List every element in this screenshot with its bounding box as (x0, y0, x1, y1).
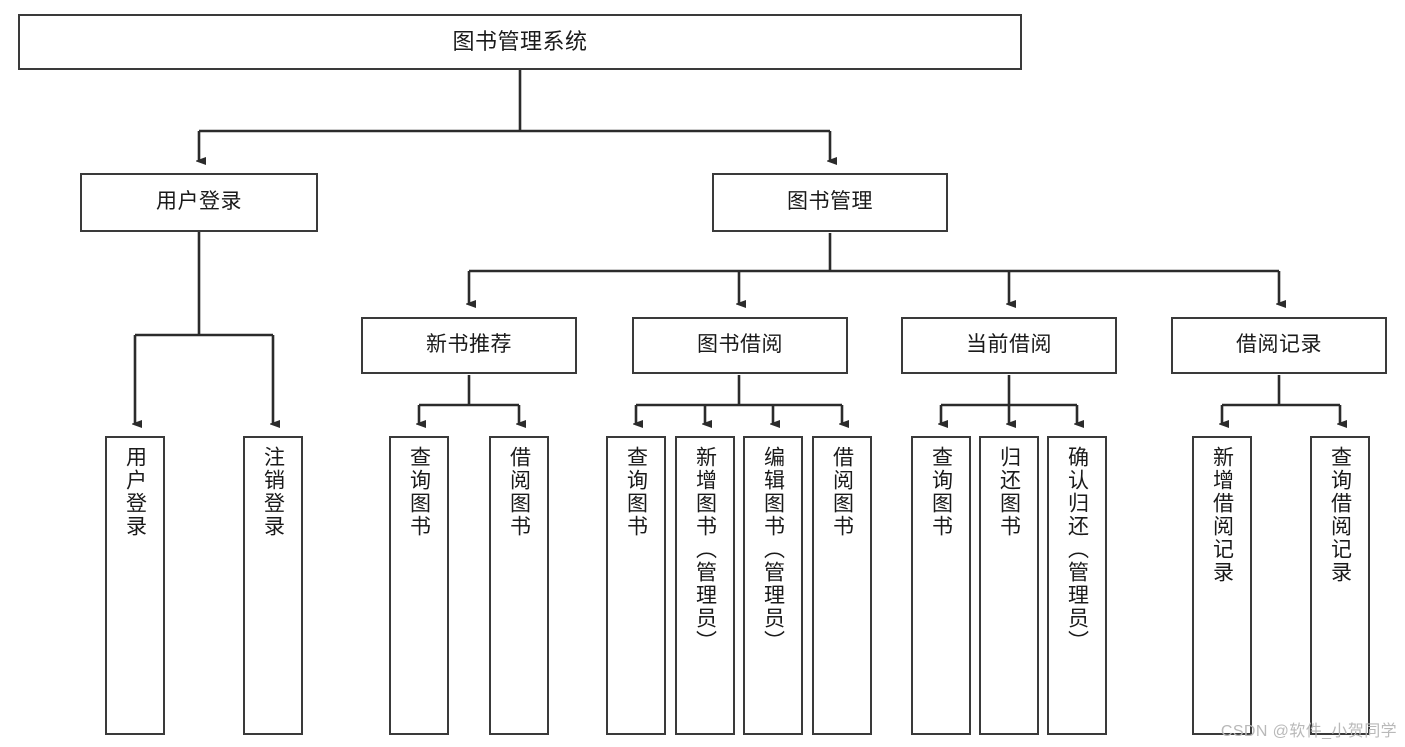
node-label: 归还图书 (997, 446, 1021, 538)
leaf-record-add-record[interactable]: 新增借阅记录 (1192, 436, 1252, 735)
node-label: 确认归还（管理员） (1065, 446, 1089, 653)
leaf-recommend-borrow-book[interactable]: 借阅图书 (489, 436, 549, 735)
node-label: 当前借阅 (966, 333, 1052, 357)
node-label: 查询图书 (929, 446, 953, 538)
node-label: 图书管理 (787, 190, 873, 214)
leaf-current-confirm-return[interactable]: 确认归还（管理员） (1047, 436, 1107, 735)
node-label: 新增借阅记录 (1210, 446, 1234, 584)
node-current-borrow[interactable]: 当前借阅 (901, 317, 1117, 374)
node-label: 新增图书（管理员） (693, 446, 717, 653)
node-label: 编辑图书（管理员） (761, 446, 785, 653)
node-label: 图书管理系统 (452, 29, 588, 55)
node-label: 借阅记录 (1236, 333, 1322, 357)
node-borrow-record[interactable]: 借阅记录 (1171, 317, 1387, 374)
leaf-user-logout[interactable]: 注销登录 (243, 436, 303, 735)
node-new-book-recommend[interactable]: 新书推荐 (361, 317, 577, 374)
node-root-system[interactable]: 图书管理系统 (18, 14, 1022, 70)
leaf-record-query-record[interactable]: 查询借阅记录 (1310, 436, 1370, 735)
node-user-login[interactable]: 用户登录 (80, 173, 318, 232)
leaf-borrow-edit-book[interactable]: 编辑图书（管理员） (743, 436, 803, 735)
leaf-user-login[interactable]: 用户登录 (105, 436, 165, 735)
node-label: 查询借阅记录 (1328, 446, 1352, 584)
node-book-borrow[interactable]: 图书借阅 (632, 317, 848, 374)
leaf-current-query-book[interactable]: 查询图书 (911, 436, 971, 735)
node-book-management[interactable]: 图书管理 (712, 173, 948, 232)
leaf-current-return-book[interactable]: 归还图书 (979, 436, 1039, 735)
node-label: 查询图书 (407, 446, 431, 538)
watermark-text: CSDN @软件_小贺同学 (1220, 723, 1397, 740)
node-label: 借阅图书 (830, 446, 854, 538)
node-label: 注销登录 (261, 446, 285, 538)
node-label: 图书借阅 (697, 333, 783, 357)
node-label: 查询图书 (624, 446, 648, 538)
node-label: 借阅图书 (507, 446, 531, 538)
node-label: 新书推荐 (426, 333, 512, 357)
leaf-borrow-query-book[interactable]: 查询图书 (606, 436, 666, 735)
leaf-recommend-query-book[interactable]: 查询图书 (389, 436, 449, 735)
node-label: 用户登录 (156, 190, 242, 214)
leaf-borrow-add-book[interactable]: 新增图书（管理员） (675, 436, 735, 735)
node-label: 用户登录 (123, 446, 147, 538)
leaf-borrow-borrow-book[interactable]: 借阅图书 (812, 436, 872, 735)
